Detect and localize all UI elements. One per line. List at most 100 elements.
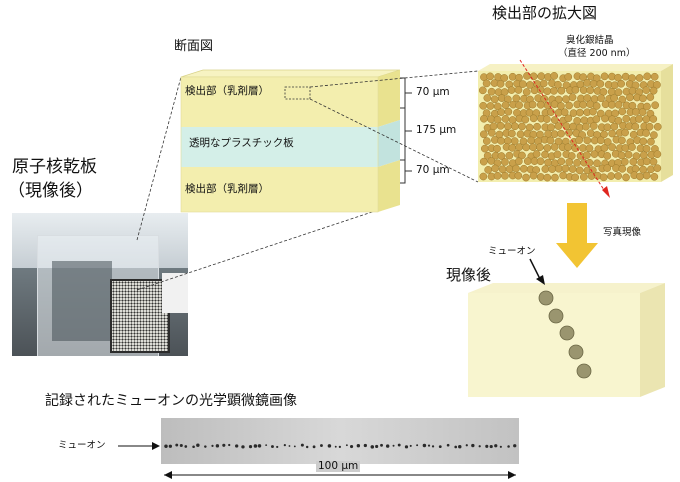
silver-bromide-grain bbox=[490, 95, 499, 104]
silver-bromide-grain bbox=[478, 86, 487, 95]
silver-bromide-grain bbox=[642, 157, 651, 166]
track-grain-dot bbox=[458, 444, 462, 449]
cross-section-title: 断面図 bbox=[174, 39, 214, 54]
silver-bromide-grain bbox=[540, 94, 549, 103]
track-grain-dot bbox=[305, 445, 309, 449]
silver-bromide-grain bbox=[639, 165, 648, 174]
track-grain-dot bbox=[253, 444, 258, 448]
silver-bromide-grain bbox=[642, 144, 651, 153]
track-grain-dot bbox=[327, 444, 332, 448]
silver-bromide-grain bbox=[533, 122, 541, 131]
silver-bromide-grain bbox=[597, 94, 605, 103]
silver-bromide-grain bbox=[608, 129, 616, 138]
silver-bromide-grain bbox=[557, 129, 565, 138]
silver-bromide-grain bbox=[608, 115, 616, 124]
photo-title-line1: 原子核乾板 bbox=[12, 157, 97, 177]
silver-bromide-grain bbox=[523, 72, 531, 80]
silver-bromide-grain bbox=[586, 100, 595, 109]
silver-bromide-grain bbox=[635, 74, 644, 82]
silver-bromide-grain bbox=[504, 122, 512, 131]
silver-bromide-grain bbox=[650, 72, 659, 81]
bottom-layer-label: 検出部（乳剤層） bbox=[185, 183, 269, 195]
silver-bromide-grain bbox=[642, 115, 651, 124]
silver-bromide-grain bbox=[589, 79, 598, 88]
silver-bromide-grain bbox=[629, 130, 638, 139]
silver-bromide-grain bbox=[596, 109, 605, 118]
silver-bromide-grain bbox=[638, 108, 647, 116]
photo-title-line2: （現像後） bbox=[8, 181, 93, 201]
silver-bromide-grain bbox=[599, 173, 608, 182]
silver-bromide-grain bbox=[501, 115, 510, 123]
track-grain-dot bbox=[179, 443, 183, 448]
silver-bromide-grain bbox=[529, 114, 538, 123]
silver-bromide-grain bbox=[579, 144, 587, 152]
silver-bromide-grain bbox=[522, 88, 531, 96]
silver-bromide-grain bbox=[508, 144, 517, 152]
silver-bromide-grain bbox=[608, 100, 616, 109]
silver-bromide-grain bbox=[642, 171, 651, 180]
silver-bromide-grain bbox=[608, 143, 616, 151]
silver-bromide-grain bbox=[501, 171, 509, 180]
track-grain-dot bbox=[196, 443, 200, 447]
silver-bromide-grain bbox=[568, 165, 577, 173]
track-grain-dot bbox=[222, 443, 226, 447]
silver-bromide-grain bbox=[550, 86, 558, 95]
silver-bromide-grain bbox=[487, 128, 496, 137]
silver-bromide-grain bbox=[518, 151, 526, 160]
silver-bromide-grain bbox=[575, 136, 583, 144]
track-grain-dot bbox=[416, 444, 419, 447]
silver-bromide-grain bbox=[590, 150, 599, 158]
silver-bromide-grain bbox=[544, 158, 552, 167]
silver-bromide-grain bbox=[527, 136, 536, 145]
track-grain-dot bbox=[465, 444, 468, 447]
silver-bromide-grain bbox=[483, 94, 492, 102]
silver-bromide-grain bbox=[514, 171, 523, 180]
silver-bromide-grain bbox=[582, 122, 590, 131]
silver-bromide-grain bbox=[564, 114, 573, 123]
silver-bromide-grain bbox=[536, 173, 545, 181]
silver-bromide-grain bbox=[497, 136, 505, 145]
silver-bromide-grain bbox=[607, 172, 615, 180]
silver-bromide-grain bbox=[532, 150, 541, 158]
silver-bromide-grain bbox=[528, 100, 537, 109]
silver-bromide-grain bbox=[554, 80, 562, 89]
silver-bromide-grain bbox=[645, 122, 654, 131]
silver-bromide-grain bbox=[564, 143, 572, 152]
silver-bromide-grain bbox=[576, 108, 584, 117]
silver-bromide-grain bbox=[618, 164, 627, 173]
silver-bromide-grain bbox=[628, 143, 636, 151]
silver-bromide-grain bbox=[629, 157, 638, 166]
silver-bromide-grain bbox=[614, 88, 623, 97]
silver-bromide-grain bbox=[650, 131, 658, 139]
silver-bromide-grain bbox=[479, 101, 488, 110]
silver-bromide-grain bbox=[569, 122, 577, 131]
silver-bromide-grain bbox=[603, 138, 612, 146]
silver-bromide-grain bbox=[541, 150, 549, 159]
silver-bromide-grain bbox=[508, 72, 517, 81]
silver-bromide-grain bbox=[561, 164, 570, 173]
crystal-label-line1: 臭化銀結晶 bbox=[566, 35, 614, 46]
silver-bromide-grain bbox=[628, 86, 637, 95]
silver-bromide-grain bbox=[522, 173, 530, 182]
silver-bromide-grain bbox=[632, 108, 640, 116]
silver-bromide-grain bbox=[642, 129, 650, 137]
developed-silver-grain bbox=[538, 290, 554, 306]
silver-bromide-grain bbox=[614, 100, 623, 109]
silver-bromide-grain bbox=[624, 150, 633, 159]
silver-bromide-grain bbox=[596, 79, 605, 88]
silver-bromide-grain bbox=[651, 101, 660, 110]
silver-bromide-grain bbox=[583, 79, 591, 87]
silver-bromide-grain bbox=[489, 122, 498, 131]
silver-bromide-grain bbox=[559, 171, 567, 180]
developed-silver-grain bbox=[548, 308, 564, 324]
silver-bromide-grain bbox=[508, 129, 516, 138]
silver-bromide-grain bbox=[600, 72, 609, 81]
silver-bromide-grain bbox=[617, 79, 626, 88]
track-grain-dot bbox=[478, 445, 481, 448]
silver-bromide-grain bbox=[579, 100, 588, 109]
silver-bromide-grain bbox=[537, 72, 546, 80]
silver-bromide-grain bbox=[518, 122, 526, 131]
silver-bromide-grain bbox=[653, 150, 662, 159]
silver-bromide-grain bbox=[493, 115, 502, 124]
